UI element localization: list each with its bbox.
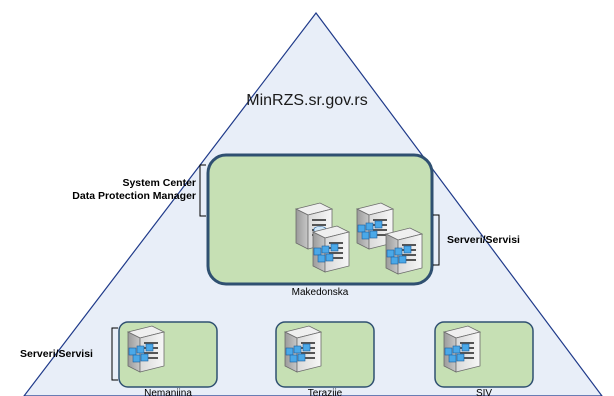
site-label-terazije: Terazije (307, 388, 343, 396)
virtual-server-icon (313, 226, 349, 272)
site-label-siv: SIV (475, 388, 493, 396)
virtual-server-icon (285, 326, 321, 372)
servers-bracket-left (111, 327, 118, 381)
servers-label-left: Serveri/Servisi (20, 348, 93, 360)
dpm-bracket (199, 164, 206, 217)
virtual-server-icon (444, 326, 480, 372)
site-label-nemanjina: Nemanjina (144, 388, 192, 396)
domain-name: MinRZS.sr.gov.rs (246, 92, 368, 109)
virtual-server-icon (386, 228, 422, 274)
main-site-label: Makedonska (291, 287, 349, 298)
dpm-label-line2: Data Protection Manager (72, 190, 196, 202)
servers-label-right: Serveri/Servisi (447, 234, 520, 246)
servers-bracket-right (433, 214, 440, 266)
virtual-server-icon (128, 326, 164, 372)
dpm-label-line1: System Center (122, 177, 196, 189)
